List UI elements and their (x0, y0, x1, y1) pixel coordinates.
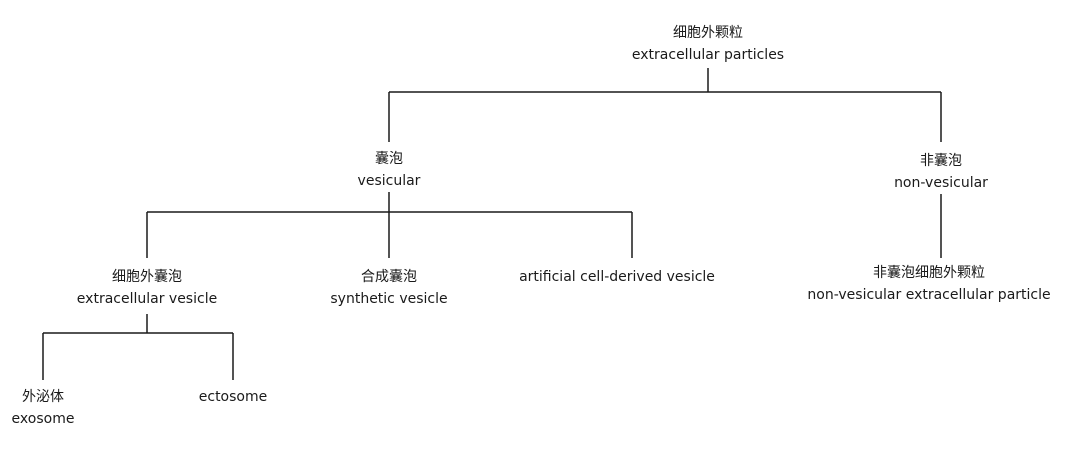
node-label-zh: 非囊泡 (920, 153, 962, 169)
node-label-en: non-vesicular extracellular particle (807, 287, 1051, 303)
node-artificial-cell-derived-vesicle: artificial cell-derived vesicle (519, 266, 715, 288)
node-label-zh: 合成囊泡 (361, 269, 417, 285)
node-label-en: exosome (11, 411, 75, 427)
node-non-vesicular-extracellular-particle: 非囊泡细胞外颗粒 non-vesicular extracellular par… (807, 262, 1050, 306)
node-label-zh: 囊泡 (374, 151, 403, 167)
node-exosome: 外泌体 exosome (12, 386, 75, 430)
node-extracellular-vesicle: 细胞外囊泡 extracellular vesicle (77, 266, 217, 310)
node-label-en: synthetic vesicle (330, 291, 448, 307)
node-label-en: artificial cell-derived vesicle (519, 269, 715, 285)
node-label-zh: 外泌体 (22, 389, 64, 405)
node-vesicular: 囊泡 vesicular (358, 148, 421, 192)
node-label-en: extracellular particles (631, 47, 785, 63)
node-label-en: non-vesicular (894, 175, 988, 191)
node-label-zh: 细胞外颗粒 (673, 25, 743, 41)
node-label-zh: 非囊泡细胞外颗粒 (872, 265, 985, 281)
node-extracellular-particles: 细胞外颗粒 extracellular particles (632, 22, 784, 66)
node-label-en: ectosome (198, 389, 268, 405)
node-non-vesicular: 非囊泡 non-vesicular (894, 150, 988, 194)
node-label-en: extracellular vesicle (76, 291, 218, 307)
node-ectosome: ectosome (199, 386, 267, 408)
node-synthetic-vesicle: 合成囊泡 synthetic vesicle (330, 266, 447, 310)
node-label-en: vesicular (357, 173, 421, 189)
node-label-zh: 细胞外囊泡 (112, 269, 182, 285)
